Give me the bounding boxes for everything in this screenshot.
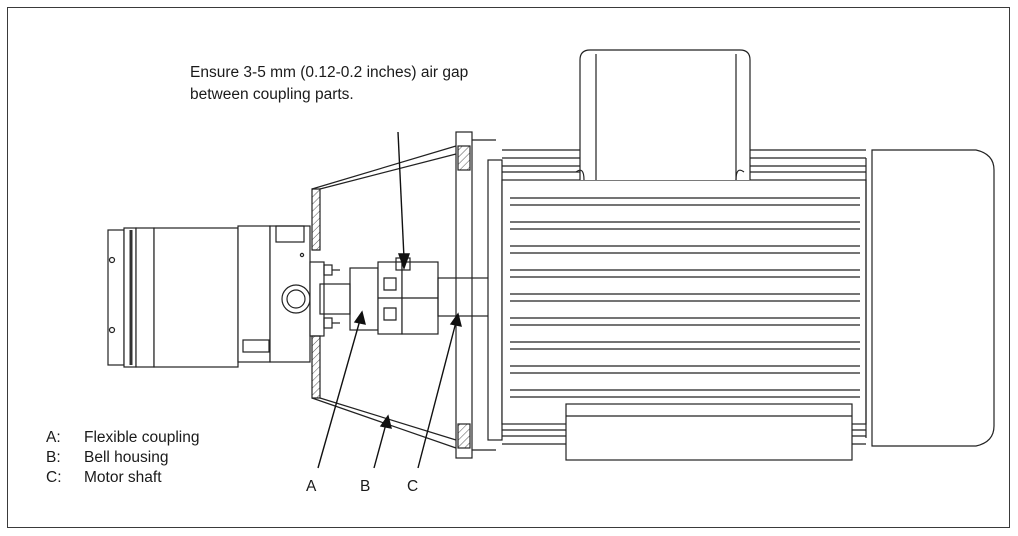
legend-key: C:: [46, 469, 62, 486]
callout-b-leader: [373, 414, 392, 469]
motor-foot: [565, 403, 853, 461]
pump-flange: [309, 261, 340, 337]
flexible-coupling: [319, 257, 439, 335]
legend-item-c: C: Motor shaft: [46, 468, 199, 488]
motor-body: [487, 149, 867, 445]
fan-cover: [865, 149, 995, 447]
note-line-1: Ensure 3-5 mm (0.12-0.2 inches) air gap: [190, 64, 469, 81]
callout-a-leader: [317, 310, 366, 469]
note-leader-arrow: [397, 131, 410, 271]
legend-key: A:: [46, 429, 61, 446]
callout-c-label: C: [407, 478, 419, 495]
bell-housing: [311, 131, 496, 459]
legend-text: Motor shaft: [84, 469, 162, 486]
legend: A: Flexible coupling B: Bell housing C: Mot…: [46, 428, 199, 488]
legend-item-b: B: Bell housing: [46, 448, 199, 468]
air-gap-note: Ensure 3-5 mm (0.12-0.2 inches) air gap …: [190, 62, 610, 106]
note-line-2: between coupling parts.: [190, 86, 354, 103]
callout-b-label: B: [360, 478, 371, 495]
pump-body: [107, 225, 311, 368]
legend-item-a: A: Flexible coupling: [46, 428, 199, 448]
callout-c-leader: [417, 312, 462, 469]
legend-text: Flexible coupling: [84, 429, 200, 446]
terminal-box: [575, 49, 751, 181]
legend-text: Bell housing: [84, 449, 169, 466]
legend-key: B:: [46, 449, 61, 466]
motor-cooling-fins: [510, 197, 860, 398]
callout-a-label: A: [306, 478, 317, 495]
